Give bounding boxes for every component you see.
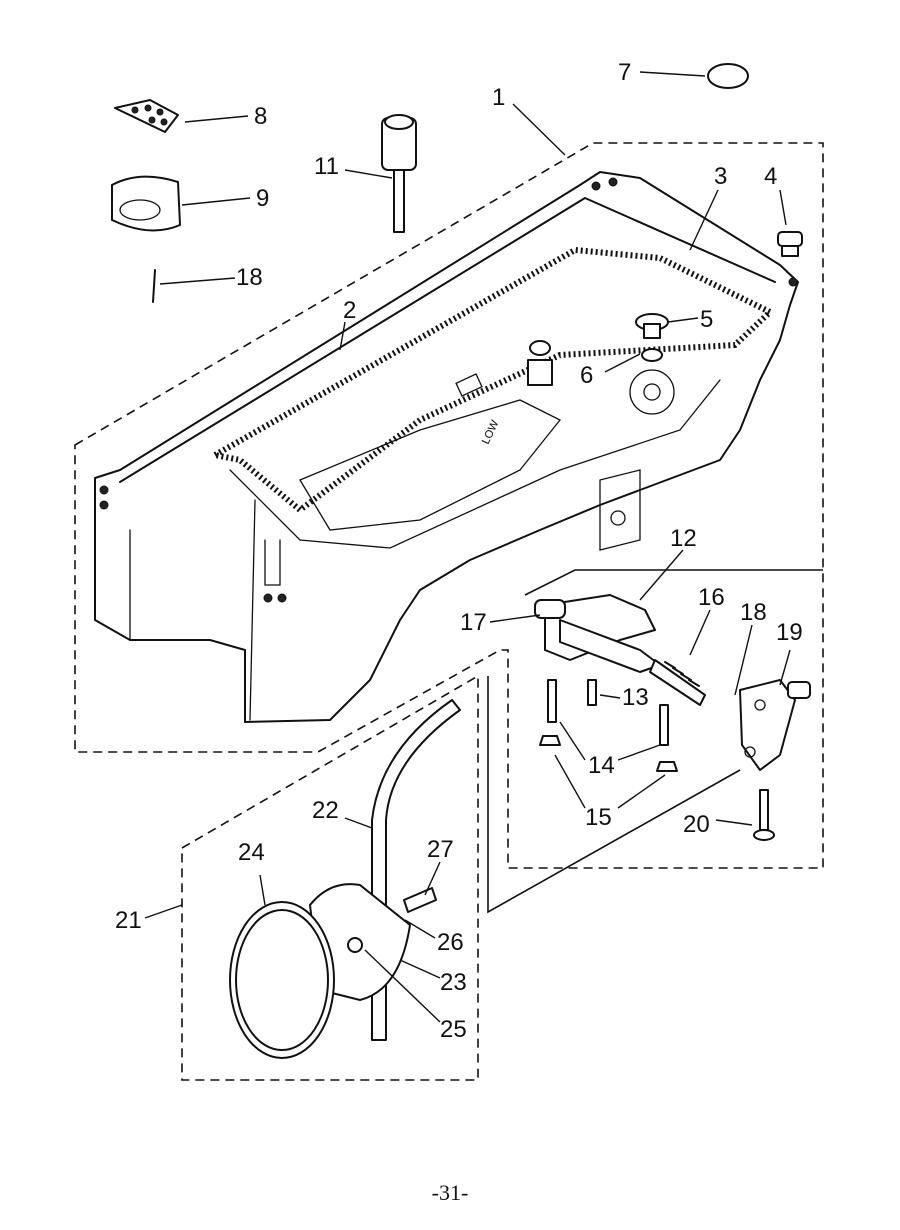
part-7-plug <box>707 63 749 89</box>
callout-7: 7 <box>618 59 631 86</box>
callout-5: 5 <box>700 306 713 333</box>
callout-6: 6 <box>580 362 593 389</box>
callout-12: 12 <box>670 525 697 552</box>
part-6-washer <box>641 348 663 362</box>
callout-2: 2 <box>343 297 356 324</box>
callout-18-pump: 18 <box>740 599 767 626</box>
callout-22: 22 <box>312 797 339 824</box>
callout-27: 27 <box>427 836 454 863</box>
part-18-pin <box>152 269 156 303</box>
assembly-boundary-filter <box>181 674 479 1081</box>
callout-24: 24 <box>238 839 265 866</box>
callout-1: 1 <box>492 84 505 111</box>
callout-3: 3 <box>714 163 727 190</box>
part-9-cover <box>111 175 181 232</box>
callout-17: 17 <box>460 609 487 636</box>
callout-9: 9 <box>256 185 269 212</box>
part-11-oil-pipe <box>381 114 417 233</box>
oil-pump-assembly <box>534 594 811 841</box>
leader-lines <box>144 71 791 1023</box>
callout-4: 4 <box>764 163 777 190</box>
callout-11: 11 <box>314 153 339 180</box>
callout-21: 21 <box>115 907 142 934</box>
callout-8: 8 <box>254 103 267 130</box>
callout-18-pin: 18 <box>236 264 263 291</box>
callout-20: 20 <box>683 811 710 838</box>
callout-13: 13 <box>622 684 649 711</box>
part-8-oil-cover <box>114 99 179 133</box>
gasket <box>206 246 776 514</box>
oil-pan: LOW <box>94 171 799 723</box>
callout-14: 14 <box>588 752 615 779</box>
page-number: -31- <box>431 1180 469 1205</box>
filter-link-line <box>487 676 741 914</box>
callout-26: 26 <box>437 929 464 956</box>
callout-25: 25 <box>440 1016 467 1043</box>
callout-23: 23 <box>440 969 467 996</box>
assembly-boundary-pump <box>524 569 823 596</box>
callout-15: 15 <box>585 804 612 831</box>
oil-filter <box>229 699 461 1059</box>
callout-16: 16 <box>698 584 725 611</box>
callout-19: 19 <box>776 619 803 646</box>
part-4-cushion <box>777 231 803 257</box>
